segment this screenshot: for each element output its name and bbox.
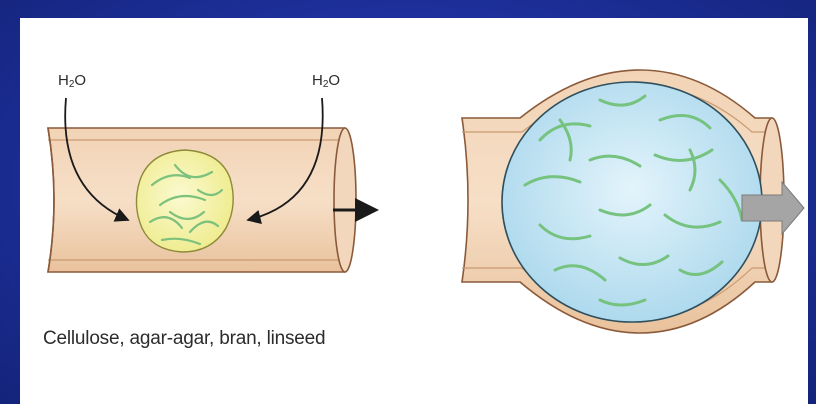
water-label-left: H2O [58, 72, 86, 90]
small-fiber-bolus [136, 150, 233, 252]
water-label-right: H2O [312, 72, 340, 90]
large-fiber-bolus [502, 82, 762, 322]
fiber-caption: Cellulose, agar-agar, bran, linseed [43, 328, 325, 350]
left-tube-opening [334, 128, 356, 272]
